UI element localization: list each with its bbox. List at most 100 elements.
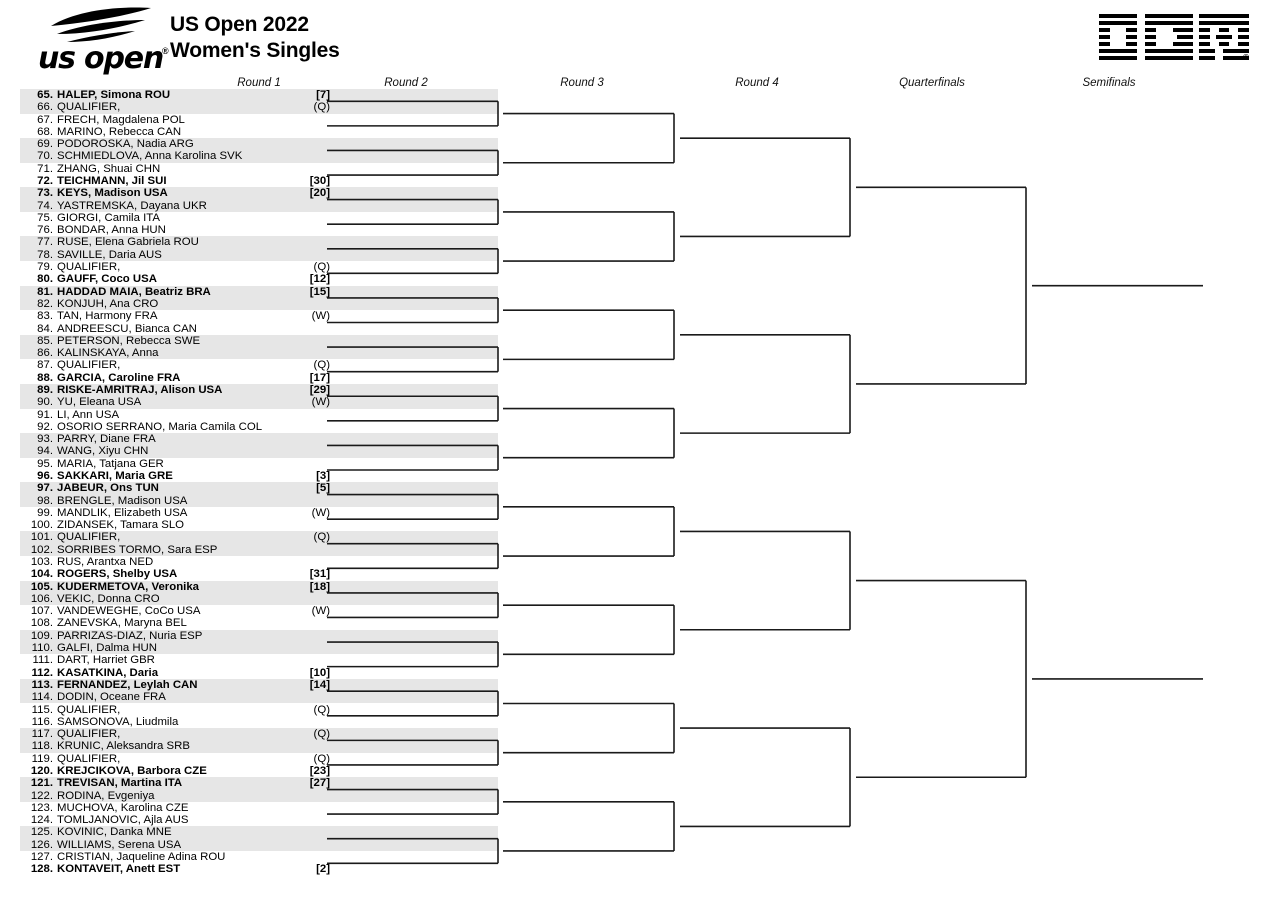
player-name: TOMLJANOVIC, Ajla AUS (57, 814, 189, 827)
seed-or-entry-marker: [29] (309, 383, 330, 396)
player-row[interactable]: 115.QUALIFIER,(Q) (20, 704, 350, 716)
seed-or-entry-marker: [2] (316, 863, 330, 876)
player-number: 74. (37, 199, 53, 212)
player-row[interactable]: 108. ZANEVSKA, Maryna BEL (20, 617, 350, 629)
player-row[interactable]: 126.WILLIAMS, Serena USA (20, 839, 350, 851)
player-number: 80. (37, 273, 53, 286)
player-row[interactable]: 109.PARRIZAS-DIAZ, Nuria ESP (20, 630, 350, 642)
round-header-3: Round 3 (560, 77, 604, 89)
player-row[interactable]: 97.JABEUR, Ons TUN[5] (20, 482, 350, 494)
player-row[interactable]: 99.MANDLIK, Elizabeth USA(W) (20, 507, 350, 519)
player-number: 72. (37, 175, 53, 188)
player-row[interactable]: 78.SAVILLE, Daria AUS (20, 249, 350, 261)
player-name: KALINSKAYA, Anna (57, 347, 159, 360)
player-name: FERNANDEZ, Leylah CAN (57, 678, 198, 691)
player-row[interactable]: 119.QUALIFIER,(Q) (20, 753, 350, 765)
player-row[interactable]: 91.LI, Ann USA (20, 409, 350, 421)
player-number: 108. (30, 617, 53, 630)
player-row[interactable]: 105.KUDERMETOVA, Veronika[18] (20, 581, 350, 593)
player-row[interactable]: 125.KOVINIC, Danka MNE (20, 826, 350, 838)
player-name: MUCHOVA, Karolina CZE (57, 801, 189, 814)
player-name: MARIA, Tatjana GER (57, 457, 164, 470)
player-row[interactable]: 106.VEKIC, Donna CRO (20, 593, 350, 605)
us-open-logo: us open ® (33, 6, 173, 74)
player-row[interactable]: 80.GAUFF, Coco USA[12] (20, 273, 350, 285)
player-row[interactable]: 71.ZHANG, Shuai CHN (20, 163, 350, 175)
player-number: 110. (31, 642, 53, 655)
player-number: 112. (31, 666, 53, 679)
player-row[interactable]: 89.RISKE-AMRITRAJ, Alison USA[29] (20, 384, 350, 396)
player-row[interactable]: 118.KRUNIC, Aleksandra SRB (20, 740, 350, 752)
player-row[interactable]: 95.MARIA, Tatjana GER (20, 458, 350, 470)
player-row[interactable]: 107.VANDEWEGHE, CoCo USA(W) (20, 605, 350, 617)
player-row[interactable]: 73.KEYS, Madison USA[20] (20, 187, 350, 199)
player-row[interactable]: 75.GIORGI, Camila ITA (20, 212, 350, 224)
player-name: PODOROSKA, Nadia ARG (57, 138, 194, 151)
player-number: 94. (37, 445, 53, 458)
player-number: 68. (37, 125, 53, 138)
player-row[interactable]: 88.GARCIA, Caroline FRA[17] (20, 372, 350, 384)
player-row[interactable]: 101.QUALIFIER,(Q) (20, 531, 350, 543)
player-row[interactable]: 70.SCHMIEDLOVA, Anna Karolina SVK (20, 150, 350, 162)
player-row[interactable]: 104.ROGERS, Shelby USA[31] (20, 568, 350, 580)
player-row[interactable]: 121.TREVISAN, Martina ITA[27] (20, 777, 350, 789)
seed-or-entry-marker: [18] (309, 580, 330, 593)
player-row[interactable]: 122.RODINA, Evgeniya (20, 790, 350, 802)
player-row[interactable]: 114.DODIN, Oceane FRA (20, 691, 350, 703)
player-row[interactable]: 81.HADDAD MAIA, Beatriz BRA[15] (20, 286, 350, 298)
player-row[interactable]: 103.RUS, Arantxa NED (20, 556, 350, 568)
player-row[interactable]: 76.BONDAR, Anna HUN (20, 224, 350, 236)
player-row[interactable]: 86.KALINSKAYA, Anna (20, 347, 350, 359)
player-number: 104. (30, 568, 53, 581)
player-row[interactable]: 85.PETERSON, Rebecca SWE (20, 335, 350, 347)
player-row[interactable]: 94.WANG, Xiyu CHN (20, 445, 350, 457)
player-number: 77. (37, 236, 53, 249)
title-block: US Open 2022 Women's Singles (170, 12, 340, 64)
seed-or-entry-marker: (Q) (313, 728, 330, 741)
player-row[interactable]: 120.KREJCIKOVA, Barbora CZE[23] (20, 765, 350, 777)
player-row[interactable]: 112.KASATKINA, Daria[10] (20, 667, 350, 679)
player-number: 100. (30, 519, 53, 532)
player-number: 111. (32, 654, 53, 667)
player-row[interactable]: 128.KONTAVEIT, Anett EST[2] (20, 863, 350, 875)
player-row[interactable]: 102.SORRIBES TORMO, Sara ESP (20, 544, 350, 556)
player-row[interactable]: 69.PODOROSKA, Nadia ARG (20, 138, 350, 150)
player-row[interactable]: 72.TEICHMANN, Jil SUI[30] (20, 175, 350, 187)
player-row[interactable]: 127.CRISTIAN, Jaqueline Adina ROU (20, 851, 350, 863)
player-row[interactable]: 82.KONJUH, Ana CRO (20, 298, 350, 310)
player-row[interactable]: 79.QUALIFIER,(Q) (20, 261, 350, 273)
player-row[interactable]: 83.TAN, Harmony FRA(W) (20, 310, 350, 322)
player-row[interactable]: 96.SAKKARI, Maria GRE[3] (20, 470, 350, 482)
player-row[interactable]: 111.DART, Harriet GBR (20, 654, 350, 666)
player-row[interactable]: 68.MARINO, Rebecca CAN (20, 126, 350, 138)
player-row[interactable]: 65.HALEP, Simona ROU[7] (20, 89, 350, 101)
seed-or-entry-marker: (Q) (313, 531, 330, 544)
player-row[interactable]: 67.FRECH, Magdalena POL (20, 114, 350, 126)
seed-or-entry-marker: [15] (309, 285, 330, 298)
player-row[interactable]: 98.BRENGLE, Madison USA (20, 495, 350, 507)
player-row[interactable]: 117.QUALIFIER,(Q) (20, 728, 350, 740)
seed-or-entry-marker: [31] (309, 568, 330, 581)
player-name: RISKE-AMRITRAJ, Alison USA (57, 383, 223, 396)
player-row[interactable]: 123.MUCHOVA, Karolina CZE (20, 802, 350, 814)
player-name: ZANEVSKA, Maryna BEL (57, 617, 187, 630)
player-name: RODINA, Evgeniya (57, 789, 155, 802)
player-row[interactable]: 77.RUSE, Elena Gabriela ROU (20, 236, 350, 248)
player-row[interactable]: 84.ANDREESCU, Bianca CAN (20, 323, 350, 335)
player-row[interactable]: 74.YASTREMSKA, Dayana UKR (20, 200, 350, 212)
player-row[interactable]: 66.QUALIFIER,(Q) (20, 101, 350, 113)
seed-or-entry-marker: (Q) (313, 359, 330, 372)
player-row[interactable]: 110.GALFI, Dalma HUN (20, 642, 350, 654)
player-row[interactable]: 87.QUALIFIER,(Q) (20, 359, 350, 371)
player-number: 85. (37, 334, 53, 347)
player-row[interactable]: 116.SAMSONOVA, Liudmila (20, 716, 350, 728)
player-number: 93. (37, 433, 53, 446)
player-row[interactable]: 100. ZIDANSEK, Tamara SLO (20, 519, 350, 531)
player-row[interactable]: 93.PARRY, Diane FRA (20, 433, 350, 445)
player-name: QUALIFIER, (57, 531, 121, 544)
player-row[interactable]: 90.YU, Eleana USA(W) (20, 396, 350, 408)
player-row[interactable]: 92.OSORIO SERRANO, Maria Camila COL (20, 421, 350, 433)
player-name: ZIDANSEK, Tamara SLO (57, 519, 185, 532)
player-row[interactable]: 124.TOMLJANOVIC, Ajla AUS (20, 814, 350, 826)
player-row[interactable]: 113.FERNANDEZ, Leylah CAN[14] (20, 679, 350, 691)
